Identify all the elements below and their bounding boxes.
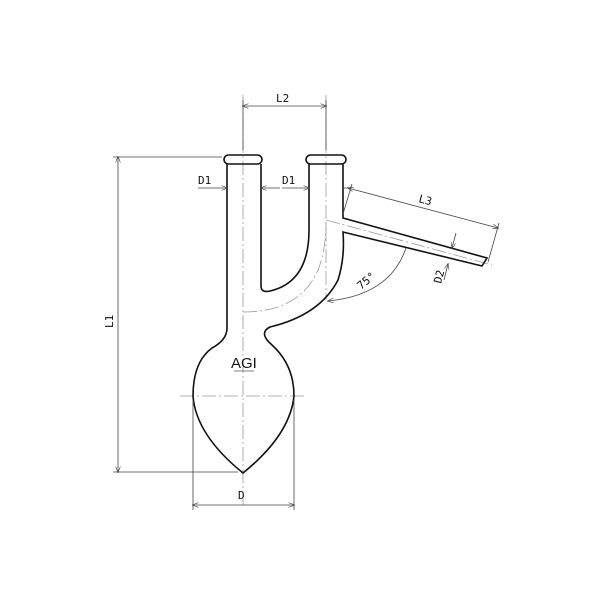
label-angle: 75° <box>355 270 379 293</box>
label-l1: L1 <box>103 315 116 328</box>
label-l2: L2 <box>276 92 289 105</box>
label-d: D <box>238 489 245 502</box>
right-neck-lip <box>305 154 347 165</box>
label-d1-right: D1 <box>282 174 295 187</box>
flask-outline <box>192 154 489 475</box>
label-l3: L3 <box>417 192 433 208</box>
flask-body <box>192 164 489 475</box>
agi-logo: AGI <box>231 355 257 372</box>
label-d2: D2 <box>431 269 447 285</box>
left-neck-lip <box>223 154 263 165</box>
inner-u-bend <box>260 164 310 293</box>
label-d1-left: D1 <box>198 174 211 187</box>
dimensions <box>113 100 499 510</box>
